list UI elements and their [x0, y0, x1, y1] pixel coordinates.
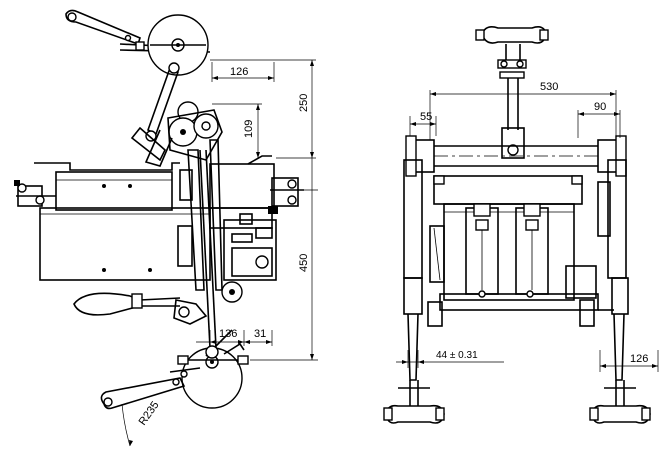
contact-units: [465, 203, 549, 295]
top-wheel: [147, 14, 209, 76]
left-view: 126 250 109 450: [14, 9, 318, 447]
dim-90: 90: [594, 101, 606, 113]
dim-r235: R235: [137, 399, 162, 427]
left-dimensions: 126 250 109 450: [121, 59, 318, 447]
left-upright: [403, 159, 445, 381]
top-handle-grip: [475, 26, 549, 79]
cam-assembly: [144, 101, 223, 167]
dim-109: 109: [243, 120, 255, 138]
right-view: 530 55 90 44 ± 0.31: [383, 26, 659, 424]
dim-136: 136: [219, 328, 237, 340]
upper-linkage: [130, 62, 180, 162]
dim-44: 44 ± 0.31: [436, 350, 478, 361]
vertical-mechanism: [177, 139, 277, 303]
center-shaft: [501, 78, 525, 159]
top-crossbeam: [405, 135, 627, 177]
pull-rod: [199, 149, 219, 359]
dim-126-left: 126: [230, 66, 248, 78]
dim-450: 450: [298, 254, 310, 272]
main-frame: [34, 155, 275, 281]
dim-530: 530: [540, 81, 558, 93]
left-foot-handle: [383, 380, 445, 424]
dim-250: 250: [298, 94, 310, 112]
main-housing: [433, 175, 583, 301]
right-upright: [565, 159, 629, 381]
right-foot-handle: [589, 380, 651, 424]
left-end-bracket: [14, 180, 56, 207]
dim-55: 55: [420, 111, 432, 123]
right-end-fittings: [268, 177, 304, 214]
dim-31: 31: [254, 328, 266, 340]
lower-handle: [73, 292, 208, 325]
right-dimensions: 530 55 90 44 ± 0.31: [396, 81, 659, 372]
lower-crank-handle: [100, 367, 201, 410]
dim-126-right: 126: [630, 353, 648, 365]
bottom-crossbar: [427, 290, 614, 327]
